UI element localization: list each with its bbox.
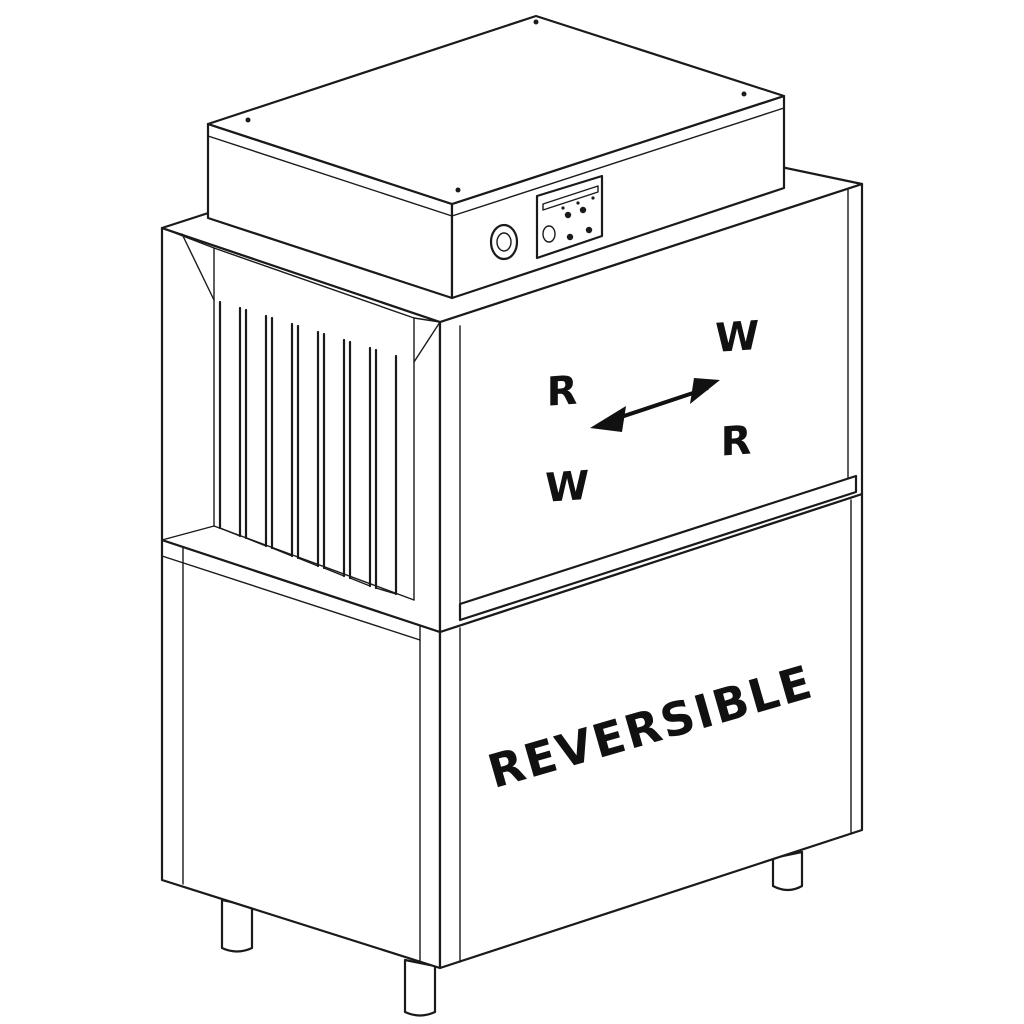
gauge-icon bbox=[489, 223, 519, 261]
screw-dot bbox=[533, 19, 539, 25]
label-right-top: W bbox=[715, 313, 759, 362]
double-arrow-icon bbox=[590, 378, 720, 432]
housing-top-face bbox=[206, 14, 786, 206]
control-panel bbox=[489, 174, 604, 261]
screw-dot bbox=[741, 91, 747, 97]
label-left-bottom: W bbox=[545, 463, 589, 512]
screw-dot bbox=[455, 187, 461, 193]
leg-front-left bbox=[220, 898, 254, 953]
knob-icon bbox=[561, 196, 595, 241]
curtain-strips bbox=[218, 300, 398, 596]
side-ledge bbox=[458, 474, 858, 622]
label-left-top: R bbox=[547, 368, 578, 416]
label-right-bottom: R bbox=[721, 417, 752, 465]
leg-back-right bbox=[771, 850, 804, 892]
legs bbox=[220, 850, 804, 1017]
screw-dot bbox=[245, 117, 251, 123]
control-housing bbox=[206, 14, 786, 300]
power-button bbox=[542, 225, 556, 243]
leg-front-right bbox=[403, 958, 437, 1017]
